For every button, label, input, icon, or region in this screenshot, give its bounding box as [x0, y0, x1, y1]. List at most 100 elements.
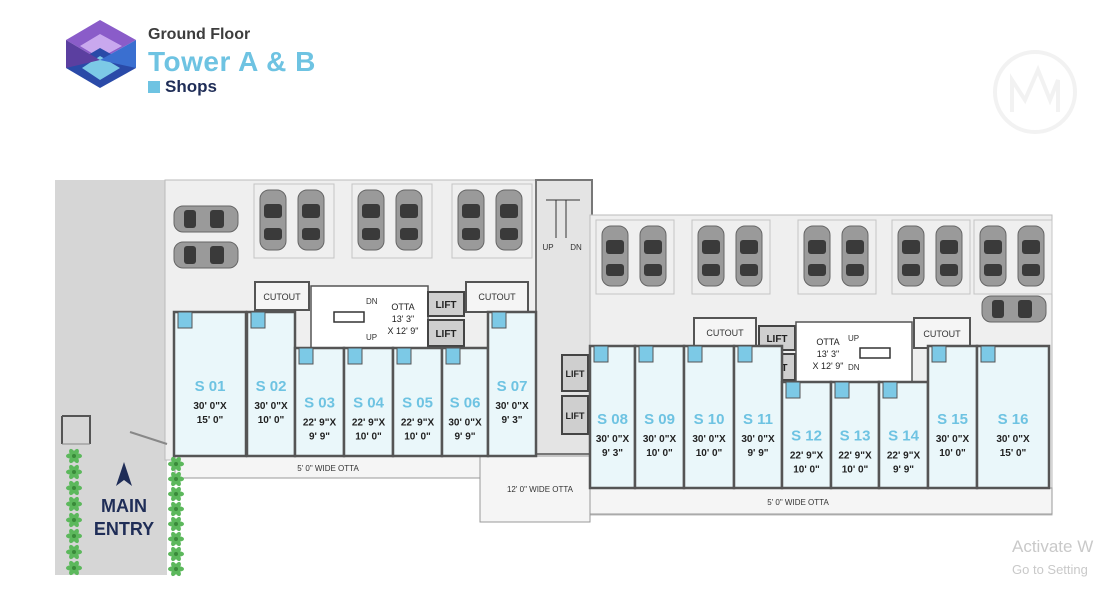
shop-size-depth: 10' 0" — [404, 431, 431, 442]
shop-size-depth: 9' 9" — [454, 431, 475, 442]
shop-size-width: 30' 0"X — [692, 434, 726, 445]
car-icon — [803, 225, 831, 287]
shop-outline — [440, 346, 490, 458]
tree-row — [66, 448, 184, 577]
otta-strip-right — [589, 487, 1053, 515]
car-icon — [735, 225, 763, 287]
car-icon — [395, 189, 423, 251]
tree-icon — [168, 561, 184, 577]
floor-subtitle: Ground Floor — [148, 26, 251, 43]
shop-size-width: 22' 9"X — [887, 450, 921, 461]
shop-size-width: 30' 0"X — [448, 417, 482, 428]
otta-right-label: 5' 0" WIDE OTTA — [767, 498, 829, 507]
shop-size-depth: 9' 3" — [602, 448, 623, 459]
stair-left-landing — [333, 311, 365, 323]
tree-icon — [168, 546, 184, 562]
cutout-right-2 — [913, 317, 971, 349]
category-text: Shops — [165, 77, 217, 96]
parking-bay — [973, 219, 1053, 295]
shop-size-width: 22' 9"X — [352, 417, 386, 428]
lift-core-1 — [561, 354, 589, 392]
shop-size-width: 30' 0"X — [643, 434, 677, 445]
category-square-icon — [148, 81, 160, 93]
cutout-label: CUTOUT — [478, 292, 516, 302]
shop-id: S 13 — [840, 427, 871, 444]
tree-icon — [66, 560, 82, 576]
cutout-label: CUTOUT — [706, 328, 744, 338]
shop-washroom — [593, 345, 609, 363]
car-icon — [173, 205, 239, 233]
shop-outline — [780, 380, 833, 490]
parking-bay — [253, 183, 335, 259]
stair-dn-label: DN — [366, 297, 378, 306]
car-icon — [639, 225, 667, 287]
shop-size-depth: 10' 0" — [646, 448, 673, 459]
shop-washroom — [834, 381, 850, 399]
shop-id: S 02 — [256, 378, 287, 395]
cutout-left-1 — [254, 281, 310, 311]
entry-walls — [61, 415, 168, 445]
car-icon — [495, 189, 523, 251]
shop-size-width: 30' 0"X — [495, 401, 529, 412]
parking-area — [173, 183, 1053, 323]
shop-size-depth: 10' 0" — [793, 464, 820, 475]
shop-size-depth: 10' 0" — [939, 448, 966, 459]
cutout-label: CUTOUT — [923, 329, 961, 339]
activation-watermark: Activate W — [1012, 537, 1094, 556]
car-icon — [173, 241, 239, 269]
entry-label-1: MAIN — [101, 496, 147, 516]
shop-outline — [245, 310, 297, 458]
shop-id: S 15 — [937, 411, 968, 428]
shop-size-depth: 9' 9" — [747, 448, 768, 459]
car-icon — [259, 189, 287, 251]
tree-icon — [66, 544, 82, 560]
tree-icon — [168, 471, 184, 487]
otta-size-1: 13' 3" — [817, 349, 839, 359]
stair-up-label: UP — [366, 333, 377, 342]
shop-washroom — [737, 345, 753, 363]
lift-label: LIFT — [766, 334, 787, 345]
otta-size-2: X 12' 9" — [388, 326, 419, 336]
shop-size-depth: 15' 0" — [197, 415, 224, 426]
stair-right — [795, 321, 913, 385]
tree-icon — [168, 486, 184, 502]
core-dn-label: DN — [570, 243, 582, 252]
activation-watermark-sub: Go to Setting — [1012, 562, 1088, 577]
shop-size-depth: 9' 3" — [501, 415, 522, 426]
shop-outline — [588, 344, 637, 490]
otta-size-2: X 12' 9" — [813, 361, 844, 371]
shop-size-width: 30' 0"X — [741, 434, 775, 445]
tree-icon — [66, 512, 82, 528]
lift-core-2 — [561, 395, 589, 435]
car-icon — [981, 295, 1047, 323]
car-icon — [297, 189, 325, 251]
otta-label: OTTA — [816, 337, 839, 347]
stair-dn-label: DN — [848, 363, 860, 372]
shop-id: S 05 — [402, 394, 433, 411]
shop-outline — [975, 344, 1051, 490]
shop-id: S 09 — [644, 411, 675, 428]
tree-icon — [66, 480, 82, 496]
brand-logo — [66, 20, 136, 88]
tree-icon — [168, 456, 184, 472]
shop-s09[interactable]: S 09 30' 0"X 10' 0" — [633, 344, 686, 490]
shop-size-depth: 15' 0" — [1000, 448, 1027, 459]
parking-bay — [451, 183, 533, 259]
stair-left — [310, 285, 429, 349]
